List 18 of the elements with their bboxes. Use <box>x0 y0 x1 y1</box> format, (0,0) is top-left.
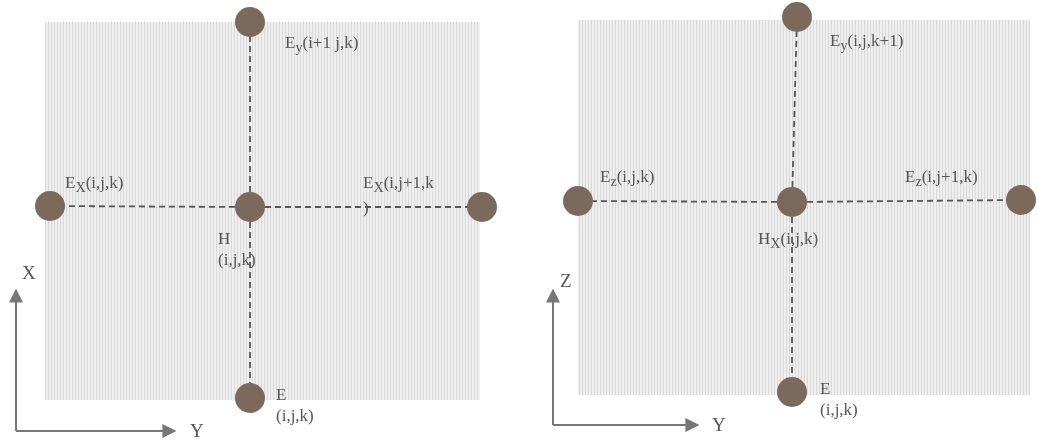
dashed-line <box>791 31 798 188</box>
field-label: E (i,j,k) <box>276 384 314 427</box>
field-label: E$_{y}$(i,j,k+1) <box>830 30 904 56</box>
field-label: E (i,j,k) <box>820 378 858 421</box>
field-label: E$_{X}$(i,j,k) <box>65 172 124 198</box>
axis-label: Z <box>560 270 572 292</box>
field-label: H$_{X}$(i,j,k) <box>758 228 819 254</box>
axis-label: X <box>22 262 36 284</box>
dashed-line <box>249 221 251 384</box>
field-label: H (i,j,k) <box>218 228 256 271</box>
dashed-line <box>592 200 778 203</box>
axis-label: Y <box>712 414 726 436</box>
dashed-line <box>249 36 251 193</box>
field-label: E$_{y}$(i+1 j,k) <box>285 32 359 58</box>
field-label: E$_{z}$(i,j,k) <box>600 166 655 192</box>
dashed-line <box>264 206 468 208</box>
axis-label: Y <box>190 420 204 442</box>
field-label: E$_{z}$(i,j+1,k) <box>905 166 978 192</box>
